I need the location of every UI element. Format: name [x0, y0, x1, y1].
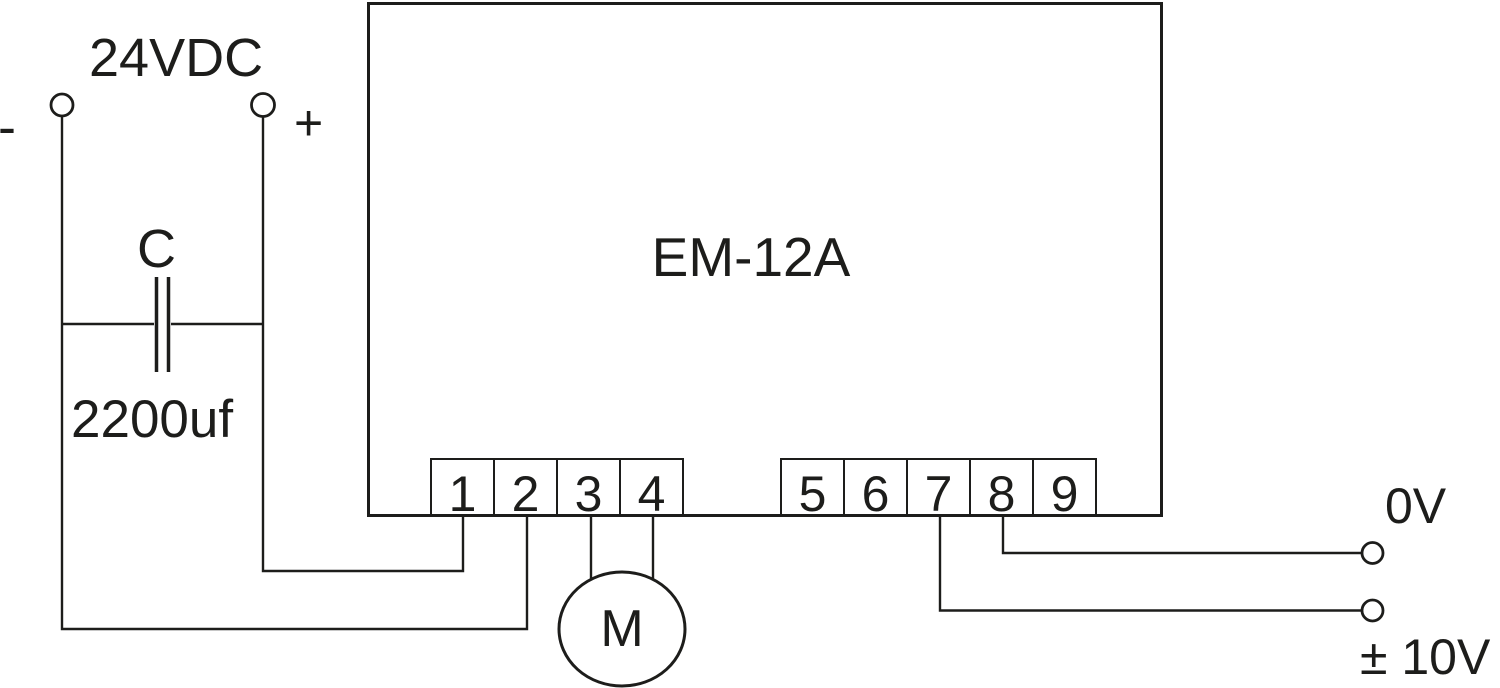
supply-negative-label: -: [0, 100, 16, 154]
terminal-circle-0v: [1360, 541, 1385, 565]
terminal-1: 1: [430, 458, 495, 522]
terminal-7: 7: [906, 458, 971, 522]
terminal-block-right: 5 6 7 8 9: [780, 458, 1097, 522]
supply-positive-label: +: [294, 95, 324, 151]
terminal-8: 8: [969, 458, 1034, 522]
capacitor-designator: C: [137, 219, 176, 279]
device-title: EM-12A: [651, 226, 851, 288]
terminal-6: 6: [843, 458, 908, 522]
capacitor-value: 2200uf: [71, 390, 234, 449]
wire-terminal-8-to-0v: [1001, 516, 1362, 555]
supply-voltage-label: 24VDC: [89, 28, 264, 88]
terminal-3: 3: [556, 458, 621, 522]
terminal-circle-negative: [49, 92, 75, 118]
motor-circle: [557, 570, 687, 688]
wire-negative-to-terminal-2: [60, 117, 529, 631]
terminal-circle-positive: [250, 92, 276, 118]
terminal-4: 4: [619, 458, 684, 522]
terminal-circle-10v: [1360, 598, 1385, 623]
device-outline: [367, 2, 1163, 517]
output-0v-label: 0V: [1385, 478, 1447, 534]
output-10v-label: ± 10V: [1360, 629, 1491, 685]
wire-terminal-7-to-10v: [938, 516, 1362, 612]
terminal-5: 5: [780, 458, 845, 522]
terminal-2: 2: [493, 458, 558, 522]
motor-label: M: [600, 600, 644, 658]
terminal-9: 9: [1032, 458, 1097, 522]
terminal-block-left: 1 2 3 4: [430, 458, 684, 522]
wire-positive-to-terminal-1: [261, 117, 465, 573]
